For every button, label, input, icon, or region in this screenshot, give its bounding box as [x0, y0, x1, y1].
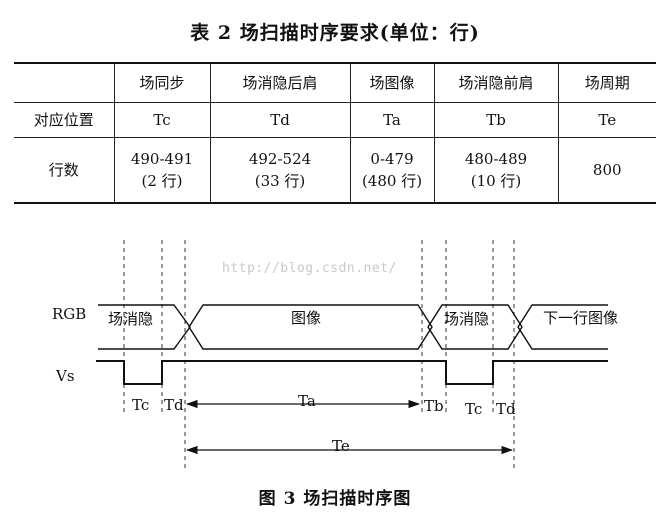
row-label: 行数: [14, 137, 114, 204]
table-cell: 800: [557, 137, 656, 204]
table-cell: Te: [557, 102, 656, 138]
ta-label: Ta: [298, 392, 316, 410]
timing-table: 场同步 场消隐后肩 场图像 场消隐前肩 场周期 对应位置 Tc Td Ta Tb…: [14, 62, 656, 204]
cell-count: (10 行): [470, 172, 522, 190]
table-row: 对应位置 Tc Td Ta Tb Te: [14, 102, 656, 138]
table-cell: Tb: [433, 102, 558, 138]
table-row: 行数 490-491 (2 行) 492-524 (33 行) 0-479 (4…: [14, 137, 656, 204]
vs-waveform: [96, 360, 608, 385]
tc-label: Tc: [465, 400, 483, 418]
bus-segment-4: [517, 304, 608, 350]
table-cell: 0-479 (480 行): [349, 137, 434, 204]
header-front-porch: 场消隐前肩: [433, 62, 558, 103]
tb-label: Tb: [424, 397, 444, 415]
header-image: 场图像: [349, 62, 434, 103]
header-period: 场周期: [557, 62, 656, 103]
segment-blank-label: 场消隐: [444, 310, 490, 328]
tc-label: Tc: [132, 396, 150, 414]
table-title: 表 2 场扫描时序要求(单位：行): [190, 22, 480, 44]
table-cell: 490-491 (2 行): [113, 137, 210, 204]
cell-count: (33 行): [254, 172, 306, 190]
cell-count: (480 行): [361, 172, 423, 190]
header-sync: 场同步: [113, 62, 210, 103]
table-header-row: 场同步 场消隐后肩 场图像 场消隐前肩 场周期: [14, 62, 656, 103]
row-label: 对应位置: [14, 102, 114, 138]
rgb-label: RGB: [52, 305, 87, 323]
cell-range: 490-491: [130, 150, 194, 168]
bus-segment-3: [427, 304, 523, 350]
segment-image-label: 图像: [291, 309, 322, 327]
figure-caption: 图 3 场扫描时序图: [258, 489, 412, 509]
header-back-porch: 场消隐后肩: [209, 62, 350, 103]
table-cell: Ta: [349, 102, 434, 138]
cell-range: 0-479: [370, 150, 414, 168]
vs-label: Vs: [56, 367, 75, 385]
dashed-guides: [123, 240, 515, 470]
segment-blank-label: 场消隐: [108, 310, 154, 328]
cell-count: (2 行): [141, 172, 183, 190]
cell-range: 492-524: [248, 150, 312, 168]
bus-segment-2: [188, 304, 433, 350]
header-corner: [14, 62, 114, 103]
te-label: Te: [332, 437, 350, 455]
bus-segment-1: [98, 304, 191, 350]
segment-next-image-label: 下一行图像: [543, 309, 619, 327]
td-label: Td: [496, 400, 516, 418]
rgb-bus: [98, 304, 608, 350]
table-cell: Td: [209, 102, 350, 138]
cell-range: 480-489: [464, 150, 528, 168]
table-cell: 492-524 (33 行): [209, 137, 350, 204]
table-cell: Tc: [113, 102, 210, 138]
table-cell: 480-489 (10 行): [433, 137, 558, 204]
watermark-text: http://blog.csdn.net/: [222, 261, 397, 276]
td-label: Td: [164, 396, 184, 414]
